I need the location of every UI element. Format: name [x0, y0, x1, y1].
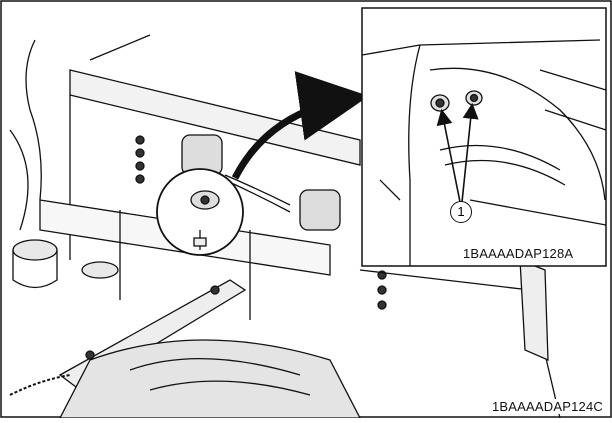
inset-detail-drawing [361, 39, 607, 266]
callout-arrow-icon [231, 71, 369, 180]
engine-bay-drawing [9, 34, 561, 419]
inset-border [361, 7, 607, 267]
inset-figure-code: 1BAAAADAP128A [462, 246, 575, 261]
leader-line-a [436, 108, 461, 203]
main-figure-code: 1BAAAADAP124C [491, 399, 604, 414]
mount-bolt-icon [190, 190, 220, 250]
magnify-circle [156, 168, 244, 256]
callout-number-1: 1 [450, 201, 472, 223]
leader-line-b [461, 102, 479, 203]
